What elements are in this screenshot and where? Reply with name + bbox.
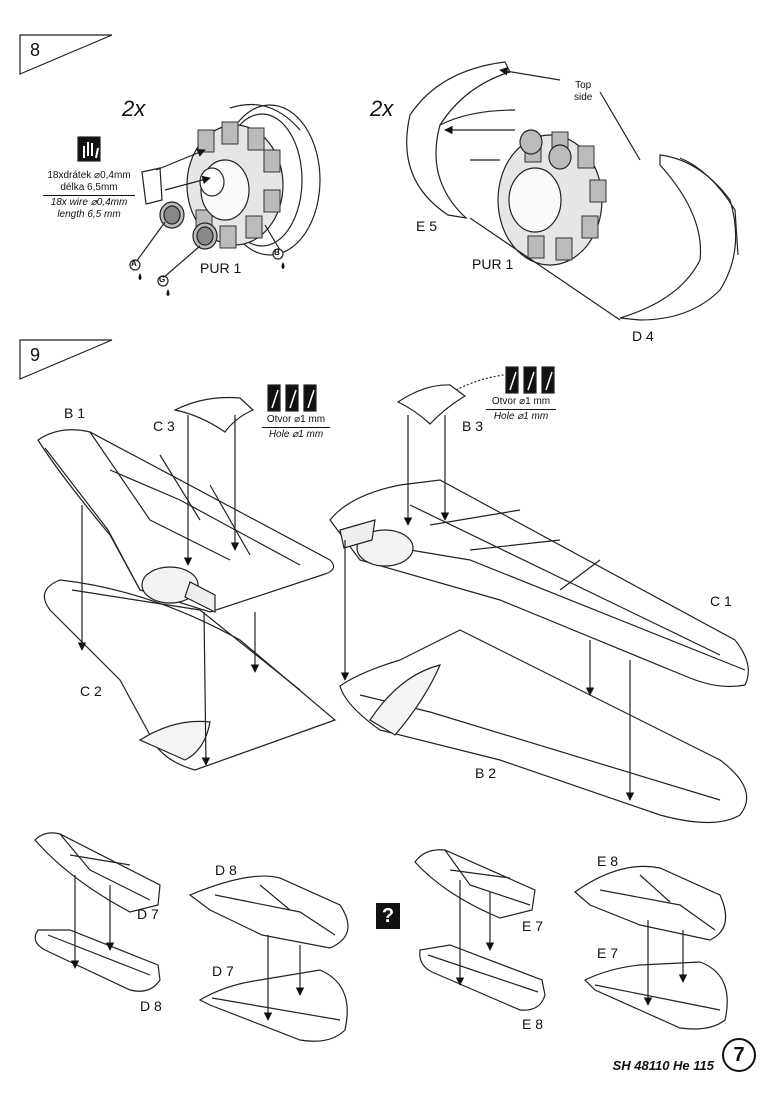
label-d8-top: D 8: [215, 862, 237, 878]
multiplier-right: 2x: [370, 96, 394, 121]
aileron-d7-upper: [34, 832, 161, 913]
label-c1: C 1: [710, 593, 732, 609]
wire-note: 18xdrátek ⌀0,4mm délka 6,5mm 18x wire ⌀0…: [43, 170, 135, 221]
wire-note-line1-cz: 18xdrátek ⌀0,4mm: [47, 170, 131, 181]
label-e5: E 5: [416, 218, 438, 234]
label-d8-bottom: D 8: [140, 998, 162, 1014]
aileron-e7-upper: [414, 849, 536, 919]
footer-code: SH 48110 He 115: [612, 1058, 714, 1073]
glue-markers: [129, 248, 284, 287]
aileron-e8-upper: [574, 865, 727, 941]
hole-note-left-cz: Otvor ⌀1 mm: [266, 414, 326, 425]
hole-note-left-en: Hole ⌀1 mm: [268, 429, 324, 440]
step9-left-arrows: [77, 415, 260, 766]
hole-note-right: Otvor ⌀1 mm Hole ⌀1 mm: [486, 396, 556, 423]
label-c3: C 3: [153, 418, 175, 434]
label-b2: B 2: [475, 765, 497, 781]
hole-note-right-cz: Otvor ⌀1 mm: [491, 396, 551, 407]
nacelle-cover-b3: [396, 384, 467, 425]
multiplier-left: 2x: [122, 96, 146, 121]
cowling-half-e5: [406, 61, 511, 219]
label-d7-top: D 7: [137, 906, 159, 922]
step-8-number: 8: [30, 40, 41, 60]
label-d4: D 4: [632, 328, 654, 344]
hole-note-left: Otvor ⌀1 mm Hole ⌀1 mm: [262, 414, 330, 441]
glue-marker-g: G: [159, 275, 166, 284]
glue-marker-a: A: [131, 259, 137, 268]
wing-upper-b1: [37, 429, 335, 613]
label-e8-top: E 8: [597, 853, 619, 869]
aileron-d7-lower: [198, 969, 348, 1042]
wing-lower-b2: [339, 629, 748, 824]
step-9-number: 9: [30, 345, 41, 365]
wing-upper-c1: [329, 479, 749, 688]
glue-marker-b: B: [274, 248, 280, 257]
label-b1: B 1: [64, 405, 86, 421]
wire-note-line1-en: 18x wire ⌀0,4mm: [50, 197, 128, 208]
engine-right-assembly: [406, 61, 739, 321]
step-9-flag: [19, 339, 113, 380]
label-e7-top: E 7: [522, 918, 544, 934]
exhaust-right-2: [548, 144, 572, 170]
aileron-e7-lower: [583, 961, 728, 1030]
step9-right-arrows: [340, 415, 635, 801]
label-pur1-left: PUR 1: [200, 260, 242, 276]
nacelle-cover-c3: [173, 396, 255, 433]
page-number: 7: [722, 1038, 756, 1072]
label-d7-bottom: D 7: [212, 963, 234, 979]
top-side-note: Top side: [574, 80, 592, 104]
wire-note-line2-cz: délka 6,5mm: [60, 182, 118, 193]
hole-template-left: [267, 384, 317, 412]
step-8-flag: [19, 34, 113, 75]
aileron-d8-upper: [188, 875, 349, 949]
nacelle-left: [141, 566, 199, 604]
aileron-e8-lower: [419, 944, 546, 1011]
wing-lower-c2: [43, 579, 337, 771]
top-side-line1: Top: [575, 80, 592, 91]
exhaust-right-1: [519, 129, 543, 155]
label-c2: C 2: [80, 683, 102, 699]
aileron-d8-lower: [34, 929, 161, 992]
label-b3: B 3: [462, 418, 484, 434]
hole-note-right-en: Hole ⌀1 mm: [493, 411, 549, 422]
label-e7-bottom: E 7: [597, 945, 619, 961]
cowling-half-d4: [619, 154, 737, 321]
engine-left-assembly: [135, 103, 321, 279]
top-side-line2: side: [574, 92, 593, 103]
label-pur1-right: PUR 1: [472, 256, 514, 272]
wire-note-line2-en: length 6,5 mm: [57, 209, 121, 220]
label-e8-bottom: E 8: [522, 1016, 544, 1032]
question-mark-icon: ?: [376, 903, 400, 929]
hole-template-right: [455, 366, 555, 394]
